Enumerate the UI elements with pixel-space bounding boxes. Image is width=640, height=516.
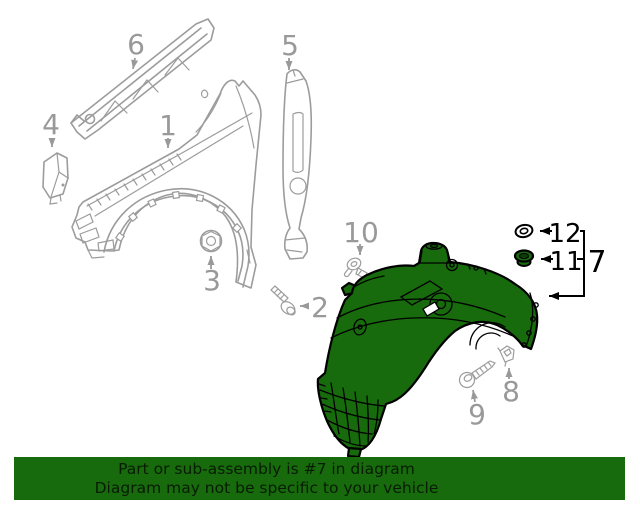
callout-8-label: 8 [502,375,520,408]
callout-11-label: 11 [549,247,582,277]
bolt-icon [270,285,296,316]
callout-10-label: 10 [343,216,379,249]
square-clip-icon [497,345,515,367]
banner-line2: Diagram may not be specific to your vehi… [94,478,439,497]
pillar-bracket-part [282,69,313,260]
wheel-arch-trim [103,188,250,288]
callout-3-label: 3 [203,264,221,297]
callout-4-label: 4 [42,108,60,141]
highlight-banner: Part or sub-assembly is #7 in diagram Di… [14,457,625,500]
leader-arrows-black [540,227,585,300]
liner-notch [422,301,440,317]
fender-liner-part [316,241,539,459]
push-clip-icon [343,257,368,279]
screw-icon [458,360,496,389]
callout-6-label: 6 [127,28,145,61]
grommet-icon [514,223,534,239]
callout-1-label: 1 [159,109,177,142]
leader-arrows-gray [48,57,513,403]
callout-9-label: 9 [468,398,486,431]
fender-flange-strip [86,112,253,217]
callout-5-label: 5 [281,29,299,62]
group-7-bracket [549,230,585,300]
rail-part [70,18,215,140]
cap-nut-icon [513,249,535,267]
liner-details [318,242,539,447]
liner-foot-tip [346,446,363,459]
banner-line1: Part or sub-assembly is #7 in diagram [118,460,415,478]
callout-2-label: 2 [311,291,329,324]
bracket-part [42,152,69,205]
arch-clip-marks [114,190,243,243]
callout-12-label: 12 [548,219,581,249]
liner-body [316,241,539,452]
fender-part [71,79,262,289]
banner-text: Part or sub-assembly is #7 in diagram Di… [14,457,519,497]
nut-icon [199,229,223,253]
callout-7-label: 7 [587,245,606,280]
